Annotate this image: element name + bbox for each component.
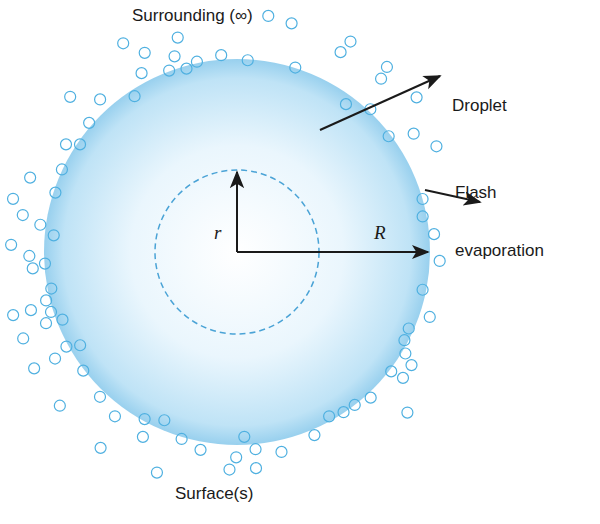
- vapour-bubble: [263, 10, 274, 21]
- vapour-bubble: [18, 333, 29, 344]
- vapour-bubble: [340, 99, 351, 110]
- leader-arrow: [320, 76, 440, 130]
- vapour-bubble: [75, 139, 86, 150]
- vapour-bubble: [94, 391, 105, 402]
- vapour-bubble: [50, 353, 61, 364]
- vapour-bubble: [191, 56, 202, 67]
- vapour-bubble: [24, 250, 35, 261]
- vapour-bubble: [169, 51, 180, 62]
- vapour-bubble: [406, 360, 417, 371]
- vapour-bubble: [25, 172, 36, 183]
- vapour-bubble: [172, 32, 183, 43]
- vapour-bubble: [335, 47, 346, 58]
- vapour-bubble: [136, 68, 147, 79]
- vapour-bubble: [17, 210, 28, 221]
- vapour-bubble: [231, 452, 242, 463]
- vapour-bubble: [8, 193, 19, 204]
- vapour-bubble: [129, 91, 140, 102]
- vapour-bubble: [429, 229, 440, 240]
- vapour-bubble: [403, 323, 414, 334]
- vapour-bubble: [6, 239, 17, 250]
- vapour-bubble: [290, 62, 301, 73]
- vapour-bubble: [84, 117, 95, 128]
- vapour-bubble: [46, 283, 57, 294]
- vapour-bubble: [381, 61, 392, 72]
- vapour-bubble: [61, 341, 72, 352]
- vapour-bubble: [386, 366, 397, 377]
- part-label: Droplet: [452, 96, 507, 116]
- radius-symbol: R: [374, 222, 386, 244]
- vapour-bubble: [151, 467, 162, 478]
- vapour-bubble: [65, 91, 76, 102]
- vapour-bubble: [54, 400, 65, 411]
- vapour-bubble: [164, 65, 175, 76]
- vapour-bubble: [29, 363, 40, 374]
- vapour-bubble: [324, 411, 335, 422]
- vapour-bubble: [286, 18, 297, 29]
- vapour-bubble: [434, 255, 445, 266]
- vapour-bubble: [349, 399, 360, 410]
- vapour-bubble: [417, 284, 428, 295]
- vapour-bubble: [338, 407, 349, 418]
- vapour-bubble: [41, 318, 52, 329]
- vapour-bubble: [424, 311, 435, 322]
- vapour-bubble: [345, 36, 356, 47]
- vapour-bubble: [8, 310, 19, 321]
- vapour-bubble: [408, 128, 419, 139]
- region-label: Surrounding (∞): [132, 6, 253, 26]
- vapour-bubble: [60, 139, 71, 150]
- vapour-bubble: [251, 463, 262, 474]
- vapour-bubble: [50, 187, 61, 198]
- vapour-bubble: [276, 446, 287, 457]
- radius-symbol: r: [214, 222, 221, 244]
- vapour-bubble: [137, 431, 148, 442]
- vapour-bubble: [216, 50, 227, 61]
- vapour-bubble: [39, 258, 50, 269]
- vapour-bubble: [383, 131, 394, 142]
- vapour-bubble: [159, 415, 170, 426]
- vapour-bubble: [176, 433, 187, 444]
- vapour-bubble: [181, 63, 192, 74]
- vapour-bubble: [239, 431, 250, 442]
- vapour-bubble: [417, 193, 428, 204]
- vapour-bubble: [195, 444, 206, 455]
- radius-arrow: [236, 172, 238, 252]
- vapour-bubble: [139, 414, 150, 425]
- vapour-bubble: [399, 335, 410, 346]
- vapour-bubble: [309, 430, 320, 441]
- vapour-bubble: [48, 230, 59, 241]
- vapour-bubble: [75, 340, 86, 351]
- region-label: Surface(s): [175, 484, 253, 504]
- vapour-bubble: [411, 92, 422, 103]
- vapour-bubble: [400, 348, 411, 359]
- vapour-bubble: [250, 444, 261, 455]
- vapour-bubble: [95, 442, 106, 453]
- vapour-bubble: [402, 407, 413, 418]
- radius-arrow: [237, 251, 428, 253]
- vapour-bubble: [46, 306, 57, 317]
- vapour-bubble: [27, 263, 38, 274]
- process-label: Flash evaporation: [455, 164, 567, 280]
- vapour-bubble: [376, 73, 387, 84]
- vapour-bubble: [365, 392, 376, 403]
- vapour-bubble: [224, 464, 235, 475]
- vapour-bubble: [41, 295, 52, 306]
- vapour-bubble: [397, 372, 408, 383]
- vapour-bubble: [242, 55, 253, 66]
- vapour-bubble: [35, 219, 46, 230]
- vapour-bubble: [57, 314, 68, 325]
- vapour-bubbles: [6, 10, 446, 478]
- vapour-bubble: [78, 365, 89, 376]
- vapour-bubble: [56, 164, 67, 175]
- droplet-body: [44, 59, 430, 445]
- vapour-bubble: [25, 305, 36, 316]
- vapour-bubble: [431, 141, 442, 152]
- vapour-bubble: [109, 411, 120, 422]
- vapour-bubble: [95, 94, 106, 105]
- vapour-bubble: [417, 211, 428, 222]
- vapour-bubble: [139, 47, 150, 58]
- vapour-bubble: [118, 38, 129, 49]
